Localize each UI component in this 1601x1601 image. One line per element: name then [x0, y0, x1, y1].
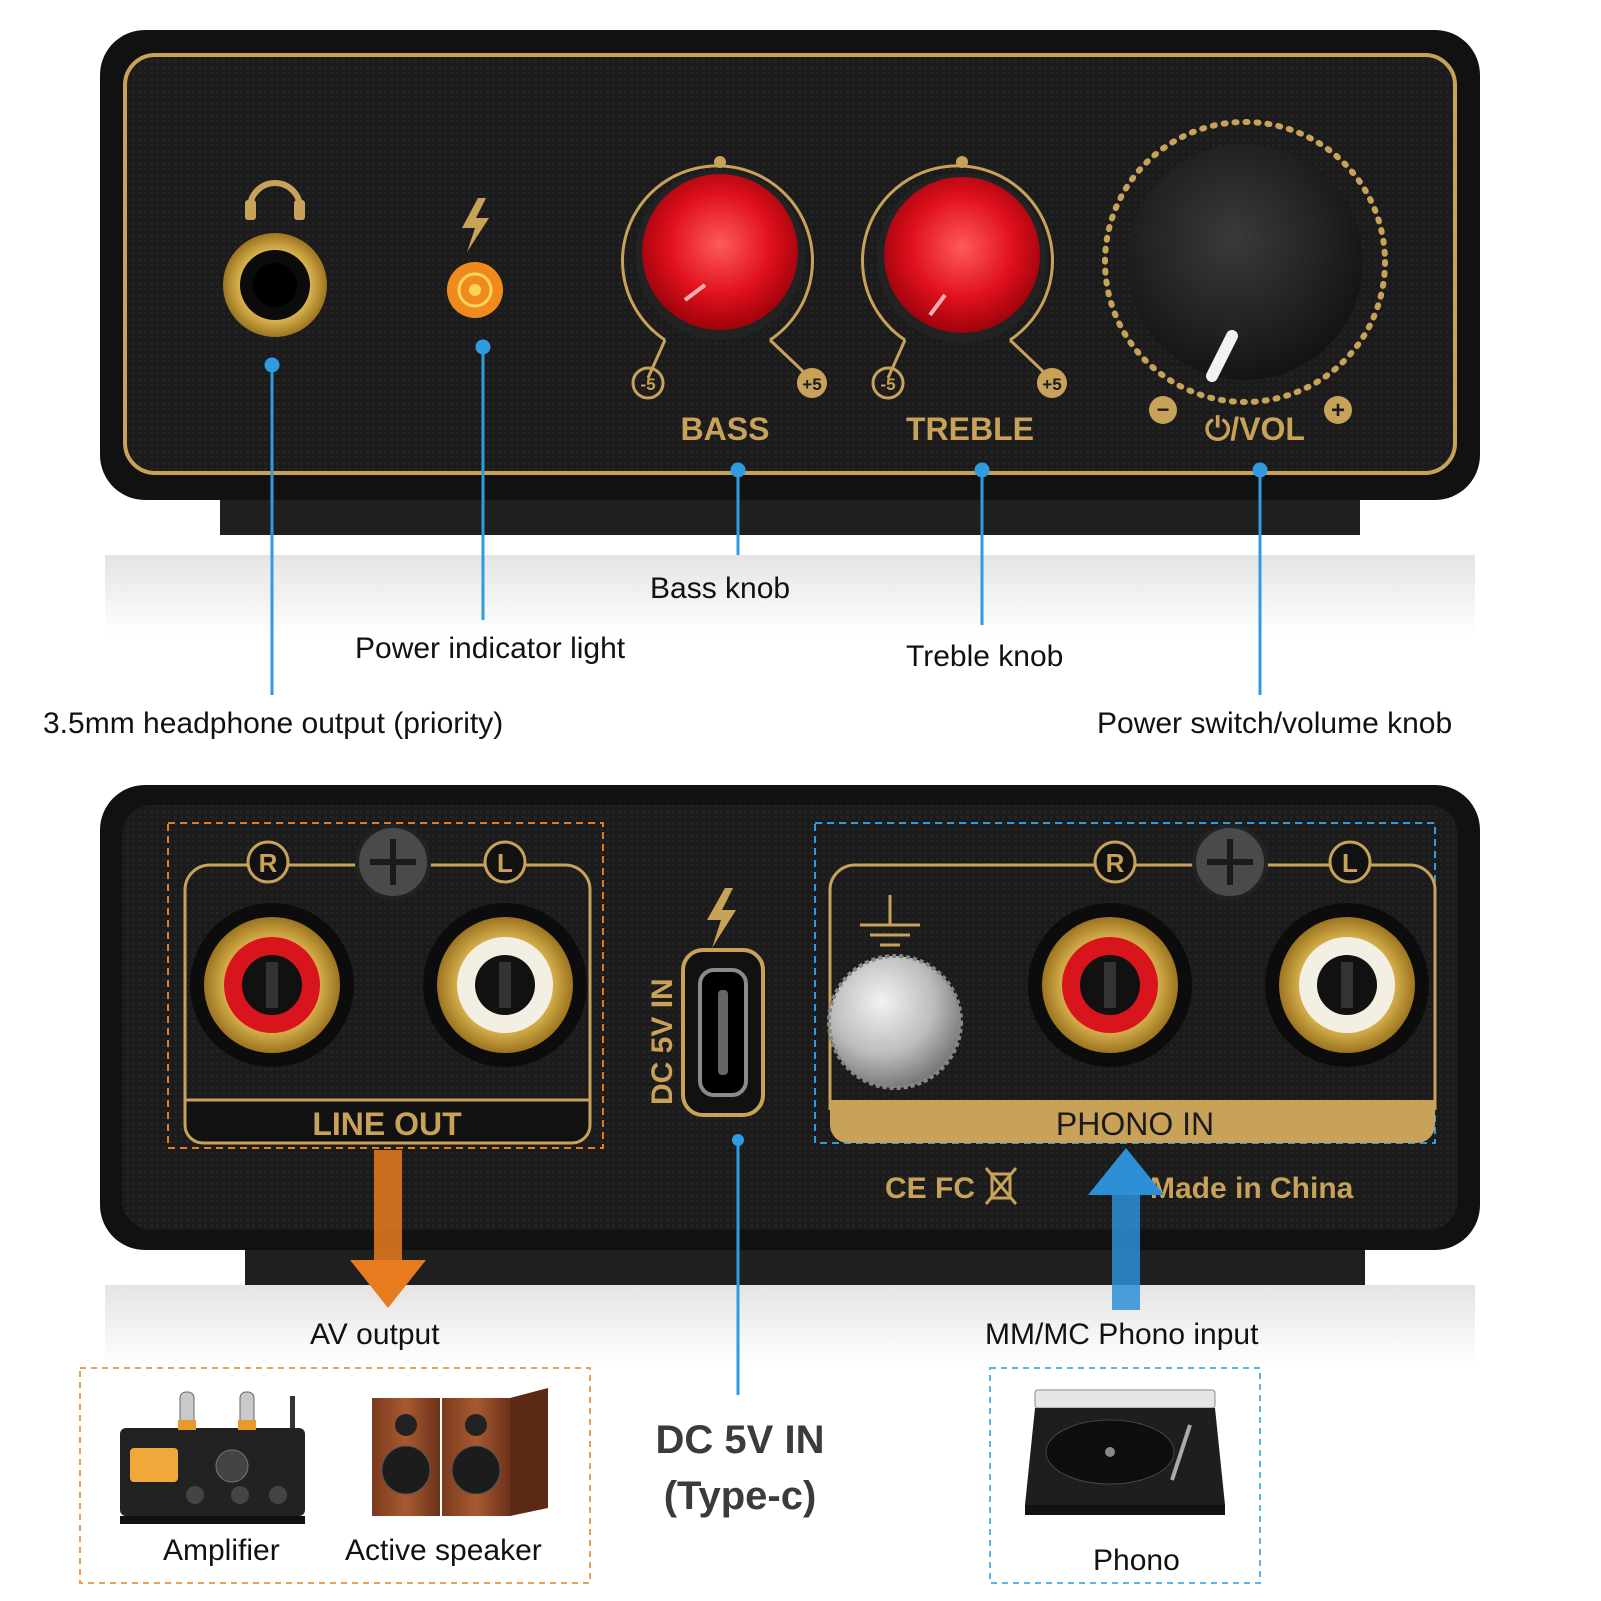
- bass-min-label: -5: [640, 375, 655, 394]
- output-devices-box: [79, 1367, 591, 1584]
- bass-panel-label: BASS: [681, 411, 770, 447]
- phono-l-badge: L: [1328, 840, 1372, 884]
- bass-knob[interactable]: [621, 156, 814, 380]
- phono-caption: Phono: [1093, 1544, 1180, 1577]
- power-light-callout: Power indicator light: [355, 632, 626, 665]
- rear-panel: LINE OUT R L DC 5: [100, 785, 1480, 1365]
- ce-mark: CE: [885, 1172, 927, 1205]
- phono-device-box: [989, 1367, 1261, 1584]
- dc-callout: [732, 1134, 744, 1395]
- phono-l-label: L: [1342, 848, 1358, 878]
- line-out-l-jack[interactable]: [423, 903, 587, 1067]
- screw-icon: [355, 824, 431, 900]
- phono-in-label: PHONO IN: [1056, 1106, 1214, 1142]
- av-output-callout: AV output: [310, 1318, 440, 1351]
- phono-r-jack[interactable]: [1028, 903, 1192, 1067]
- line-out-l-badge: L: [483, 840, 527, 884]
- volume-knob[interactable]: [1102, 119, 1388, 405]
- bass-callout-dot: [730, 462, 746, 478]
- power-light-callout-dot: [475, 339, 491, 355]
- volume-scale: − +: [1149, 396, 1352, 424]
- fc-mark: FC: [935, 1172, 975, 1205]
- made-in-label: Made in China: [1150, 1172, 1354, 1205]
- phono-r-badge: R: [1093, 840, 1137, 884]
- front-callout-lines: [264, 339, 1268, 695]
- bass-max-label: +5: [802, 375, 821, 394]
- av-output-arrow: [350, 1150, 426, 1308]
- line-out-r-jack[interactable]: [190, 903, 354, 1067]
- rear-reflection: [105, 1285, 1475, 1365]
- bass-callout: Bass knob: [650, 572, 791, 605]
- dc-in-callout-subtitle: (Type-c): [663, 1474, 817, 1518]
- ground-icon: [860, 895, 920, 947]
- amplifier-caption: Amplifier: [163, 1534, 280, 1567]
- headphone-callout: 3.5mm headphone output (priority): [43, 707, 504, 740]
- phono-in-plate: [830, 1100, 1435, 1143]
- weee-bin-icon: [984, 1167, 1018, 1205]
- line-out-l-label: L: [497, 848, 513, 878]
- turntable-image: [1025, 1389, 1225, 1515]
- line-out-plate: [183, 1098, 592, 1145]
- treble-callout-dot: [974, 462, 990, 478]
- usb-c-port[interactable]: [681, 948, 765, 1117]
- phono-r-label: R: [1106, 848, 1125, 878]
- headphone-jack[interactable]: [223, 233, 327, 337]
- line-out-label: LINE OUT: [312, 1106, 462, 1142]
- volume-min-label: −: [1157, 397, 1170, 422]
- volume-panel-label: ⏻/VOL: [1205, 411, 1305, 447]
- speaker-caption: Active speaker: [345, 1534, 542, 1567]
- treble-scale: -5 +5: [871, 366, 1067, 400]
- dc-in-panel-label: DC 5V IN: [646, 978, 679, 1105]
- dc-callout-dot: [732, 1134, 744, 1146]
- phono-screw-icon: [1192, 824, 1268, 900]
- ground-terminal[interactable]: [827, 954, 963, 1090]
- dc-lightning-icon: [707, 888, 736, 948]
- speaker-image: [372, 1388, 548, 1516]
- treble-min-label: -5: [880, 375, 895, 394]
- volume-callout: Power switch/volume knob: [1097, 707, 1453, 740]
- treble-panel-label: TREBLE: [906, 411, 1034, 447]
- lightning-icon: [462, 198, 489, 252]
- phono-l-jack[interactable]: [1265, 903, 1429, 1067]
- line-out-highlight: [167, 822, 604, 1149]
- front-panel: -5 +5 BASS -5 +5 TREBLE: [100, 30, 1480, 635]
- line-out-r-badge: R: [246, 840, 290, 884]
- amplifier-image: [120, 1391, 305, 1524]
- bass-scale: -5 +5: [631, 366, 827, 400]
- headphone-callout-dot: [264, 357, 280, 373]
- headphone-icon: [245, 180, 305, 220]
- front-reflection: [105, 555, 1475, 635]
- volume-max-label: +: [1331, 397, 1345, 424]
- volume-callout-dot: [1252, 462, 1268, 478]
- phono-input-callout: MM/MC Phono input: [985, 1318, 1259, 1351]
- power-indicator-light: [447, 262, 503, 318]
- dc-in-callout-title: DC 5V IN: [655, 1418, 825, 1462]
- treble-knob[interactable]: [861, 156, 1054, 380]
- treble-callout: Treble knob: [906, 640, 1064, 673]
- line-out-r-label: R: [259, 848, 278, 878]
- treble-max-label: +5: [1042, 375, 1061, 394]
- phono-input-arrow: [1088, 1148, 1164, 1310]
